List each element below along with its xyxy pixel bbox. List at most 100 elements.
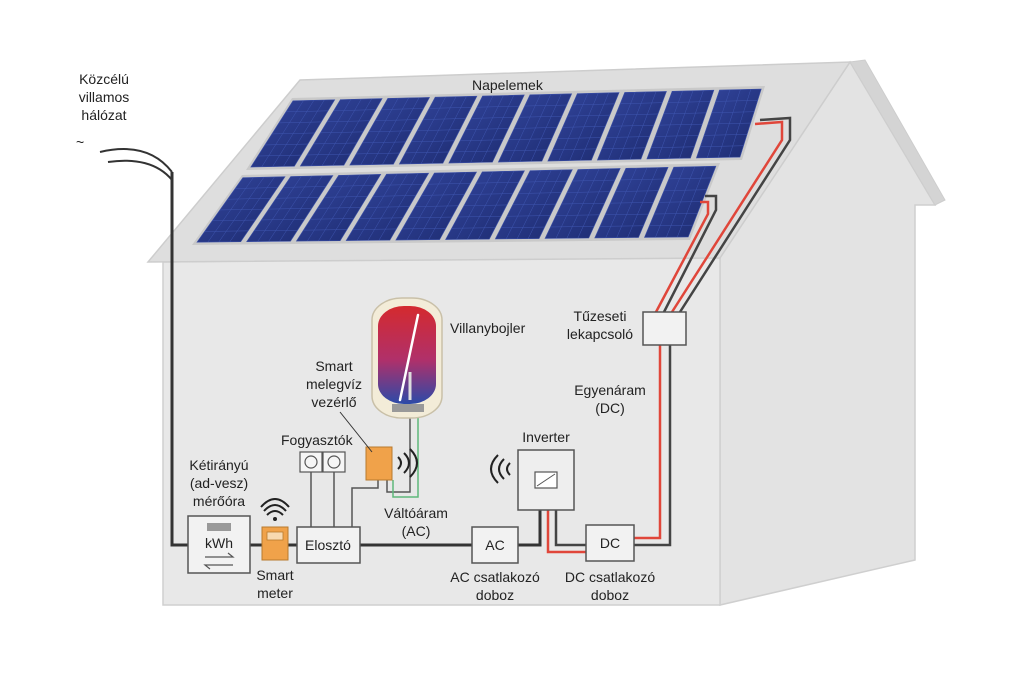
panel-cell-line xyxy=(278,121,322,124)
panel-cell-line xyxy=(368,130,412,132)
meter-kwh: kWh xyxy=(205,535,233,551)
panel-cell-line xyxy=(423,118,466,120)
ac-box-rect xyxy=(471,526,519,564)
panel-cell-line xyxy=(620,102,663,104)
socket-1-icon xyxy=(299,451,323,473)
panel-cell-line xyxy=(519,115,562,118)
panel-cell-line xyxy=(285,110,328,113)
panel-cell-line xyxy=(518,192,562,194)
panel-cell-line xyxy=(465,128,509,130)
smart-controller-pointer xyxy=(339,411,373,453)
panel-cell-line xyxy=(405,151,449,154)
ac-box: AC xyxy=(471,526,519,564)
inverter-symbol-icon xyxy=(536,473,556,487)
fire-switch-box xyxy=(642,311,687,346)
ac-box-label-1: AC csatlakozó xyxy=(450,569,540,585)
distributor-box xyxy=(296,526,361,564)
panel-cell-line xyxy=(611,125,654,127)
panel-cell-line xyxy=(429,107,472,109)
panel-cell-line xyxy=(359,217,403,219)
smart-meter-display xyxy=(266,531,284,541)
dc-wiring xyxy=(546,116,792,554)
dc-box-rect xyxy=(585,524,635,562)
grid-wire-2 xyxy=(107,159,173,181)
grid-wire-1 xyxy=(99,148,173,173)
dc-current-label-1: Egyenáram xyxy=(574,382,646,398)
panel-cell-line xyxy=(700,145,744,147)
panel-cell-line xyxy=(572,103,615,106)
panel-cell-line xyxy=(476,105,519,108)
dc-current-label-2: (DC) xyxy=(595,400,625,416)
panel-cell-line xyxy=(283,186,326,188)
grid-ac-symbol-icon: ~ xyxy=(76,134,84,150)
boiler-pipe-icon xyxy=(398,313,420,402)
panel-cell-line xyxy=(427,183,471,185)
socket-1-face-icon xyxy=(304,455,318,469)
panel-cell-line xyxy=(470,193,513,195)
inverter xyxy=(490,449,575,511)
panel-cell-line xyxy=(615,190,659,192)
panel-cell-line xyxy=(421,194,465,196)
panel-cell-line xyxy=(664,189,707,191)
bidirectional-meter: kWh xyxy=(187,515,251,574)
panel-cell-line xyxy=(606,136,650,138)
grid-down-wire xyxy=(170,262,188,547)
consumers-label: Fogyasztók xyxy=(281,432,354,448)
smart-controller-label-1: Smart xyxy=(315,358,352,374)
dc-down-dark xyxy=(634,345,672,547)
grid-label-3: hálózat xyxy=(81,107,126,123)
panel-cell-line xyxy=(601,147,646,149)
panel-cell-line xyxy=(235,187,278,189)
panel-cell-line xyxy=(327,120,370,123)
ac-wiring xyxy=(250,418,542,547)
panel-cell-line xyxy=(524,104,567,107)
panel-cell-line xyxy=(457,216,502,218)
panel-cell-line xyxy=(704,134,748,136)
panel-cell-line xyxy=(417,129,460,131)
panel-cell-line xyxy=(659,201,703,203)
fire-switch-label-1: Tűzeseti xyxy=(574,308,627,324)
distributor-label: Elosztó xyxy=(305,537,351,553)
panel-cell-line xyxy=(503,149,547,152)
panel-cell-line xyxy=(310,218,354,220)
panel-cell-line xyxy=(373,195,416,197)
panel-cell-line xyxy=(460,139,504,141)
dc-inverter-dark xyxy=(554,510,586,547)
panel-cell-line xyxy=(471,117,514,119)
panel-cell-line xyxy=(219,208,263,211)
solar-panels xyxy=(192,86,765,245)
panel-cell-line xyxy=(257,154,302,157)
dc-wire-red-2 xyxy=(654,200,710,313)
panel-cell-line xyxy=(454,150,498,153)
ac-wire-controller xyxy=(351,480,379,527)
panel-cell-line xyxy=(352,228,397,230)
roof-ridge xyxy=(849,59,946,206)
distributor: Elosztó xyxy=(296,526,361,564)
fire-switch-label-2: lekapcsoló xyxy=(567,326,633,342)
dc-wire-dark-2 xyxy=(662,194,718,313)
panel-cell-line xyxy=(550,226,595,228)
panel-cell-line xyxy=(271,132,315,135)
panel-cell-line xyxy=(204,230,249,232)
panel-cell-line xyxy=(379,184,423,186)
panel-cell-line xyxy=(567,114,610,117)
dc-box-label-1: DC csatlakozó xyxy=(565,569,655,585)
panel-cell-line xyxy=(324,196,368,198)
meter-label-1: Kétirányú xyxy=(189,457,248,473)
ac-current-label-1: Váltóáram xyxy=(384,505,448,521)
panel-cell-line xyxy=(381,108,424,110)
panel-cell-line xyxy=(556,214,600,216)
smart-meter-label-1: Smart xyxy=(256,567,293,583)
boiler-base xyxy=(392,404,424,412)
smart-meter-label-2: meter xyxy=(257,585,293,601)
dc-box-short: DC xyxy=(600,535,620,551)
panel-cell-line xyxy=(402,228,446,230)
smart-controller-label-2: melegvíz xyxy=(306,376,362,392)
wireless-icon-controller xyxy=(397,448,418,478)
panel-cell-line xyxy=(552,148,597,151)
dc-wire-dark-1 xyxy=(678,116,792,313)
panel-cell-line xyxy=(562,126,606,128)
panel-cell-line xyxy=(261,219,305,221)
panel-cell-line xyxy=(667,101,710,103)
panel-cell-line xyxy=(615,113,658,116)
